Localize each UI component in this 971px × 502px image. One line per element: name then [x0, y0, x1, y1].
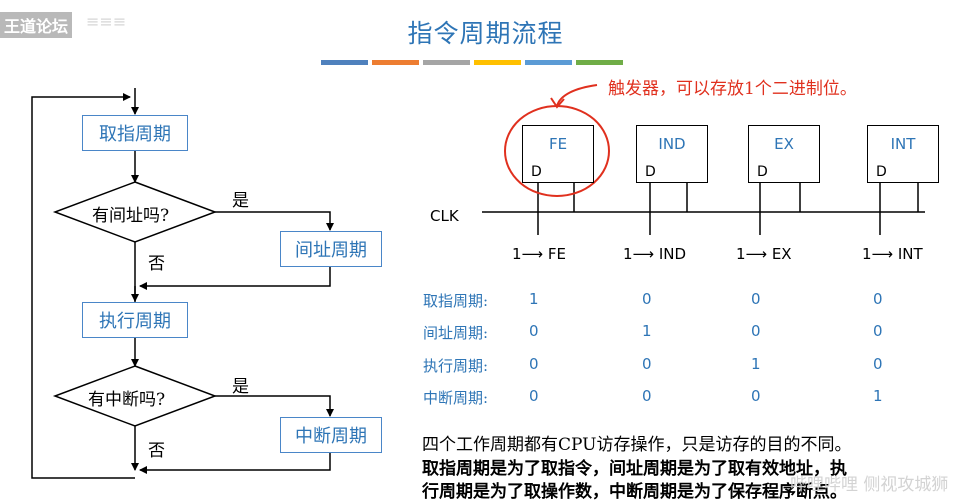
cell-value: 1 — [529, 290, 539, 308]
cell-value: 0 — [642, 290, 652, 308]
register-ind: IND D — [636, 125, 708, 183]
clk-label: CLK — [430, 207, 459, 225]
page-title: 指令周期流程 — [407, 19, 564, 48]
note-line-1: 四个工作周期都有CPU访存操作，只是访存的目的不同。 — [422, 435, 852, 455]
register-name: EX — [774, 135, 794, 153]
row-label: 执行周期: — [423, 357, 489, 375]
signal-ind: 1⟶ IND — [623, 245, 687, 263]
title-stripe — [372, 60, 419, 65]
register-name: INT — [890, 135, 916, 153]
execute-cycle-box: 执行周期 — [82, 302, 188, 338]
cell-value: 0 — [529, 355, 539, 373]
signal-ex: 1⟶ EX — [736, 245, 792, 263]
cell-value: 0 — [751, 322, 761, 340]
fetch-cycle-box: 取指周期 — [82, 115, 188, 151]
note-line-2: 取指周期是为了取指令，间址周期是为了取有效地址，执 — [422, 459, 847, 479]
cell-value: 0 — [751, 387, 761, 405]
d-input-label: D — [876, 164, 887, 180]
cell-value: 0 — [751, 290, 761, 308]
indirect-question: 有间址吗? — [92, 206, 170, 226]
register-fe: FE D — [522, 125, 594, 183]
signal-fe: 1⟶ FE — [512, 245, 566, 263]
cell-value: 0 — [529, 387, 539, 405]
row-label: 间址周期: — [423, 324, 489, 342]
cell-value: 1 — [642, 322, 652, 340]
register-ex: EX D — [748, 125, 820, 183]
signal-int: 1⟶ INT — [862, 245, 923, 263]
register-int: INT D — [867, 125, 939, 183]
d-input-label: D — [757, 164, 768, 180]
d-input-label: D — [645, 164, 656, 180]
row-label: 取指周期: — [423, 292, 489, 310]
cell-value: 0 — [642, 387, 652, 405]
row-label: 中断周期: — [423, 389, 489, 407]
indirect-cycle-box: 间址周期 — [280, 231, 382, 267]
site-logo: 王道论坛 — [0, 12, 73, 38]
yes-label: 是 — [232, 377, 249, 397]
d-input-label: D — [531, 164, 542, 180]
flipflop-annotation-marks — [504, 84, 610, 197]
title-stripe — [474, 60, 521, 65]
flipflop-annotation: 触发器，可以存放1个二进制位。 — [608, 79, 857, 99]
no-label: 否 — [148, 441, 165, 461]
title-stripe — [576, 60, 623, 65]
watermark: 哔哩哔哩 侧视攻城狮 — [790, 475, 949, 495]
cell-value: 0 — [873, 322, 883, 340]
title-stripe — [525, 60, 572, 65]
cell-value: 0 — [873, 290, 883, 308]
yes-label: 是 — [232, 191, 249, 211]
cell-value: 0 — [873, 355, 883, 373]
interrupt-question: 有中断吗? — [88, 390, 166, 410]
note-line-3: 行周期是为了取操作数，中断周期是为了保存程序断点。 — [422, 482, 847, 502]
title-stripe — [423, 60, 470, 65]
register-name: IND — [658, 135, 686, 153]
no-label: 否 — [148, 254, 165, 274]
logo-ghost-graphic: ≡≡≡ — [86, 12, 127, 31]
register-name: FE — [548, 135, 568, 153]
cell-value: 1 — [873, 387, 883, 405]
cell-value: 0 — [642, 355, 652, 373]
cell-value: 0 — [529, 322, 539, 340]
cell-value: 1 — [751, 355, 761, 373]
interrupt-cycle-box: 中断周期 — [280, 417, 382, 453]
title-stripe — [321, 60, 368, 65]
